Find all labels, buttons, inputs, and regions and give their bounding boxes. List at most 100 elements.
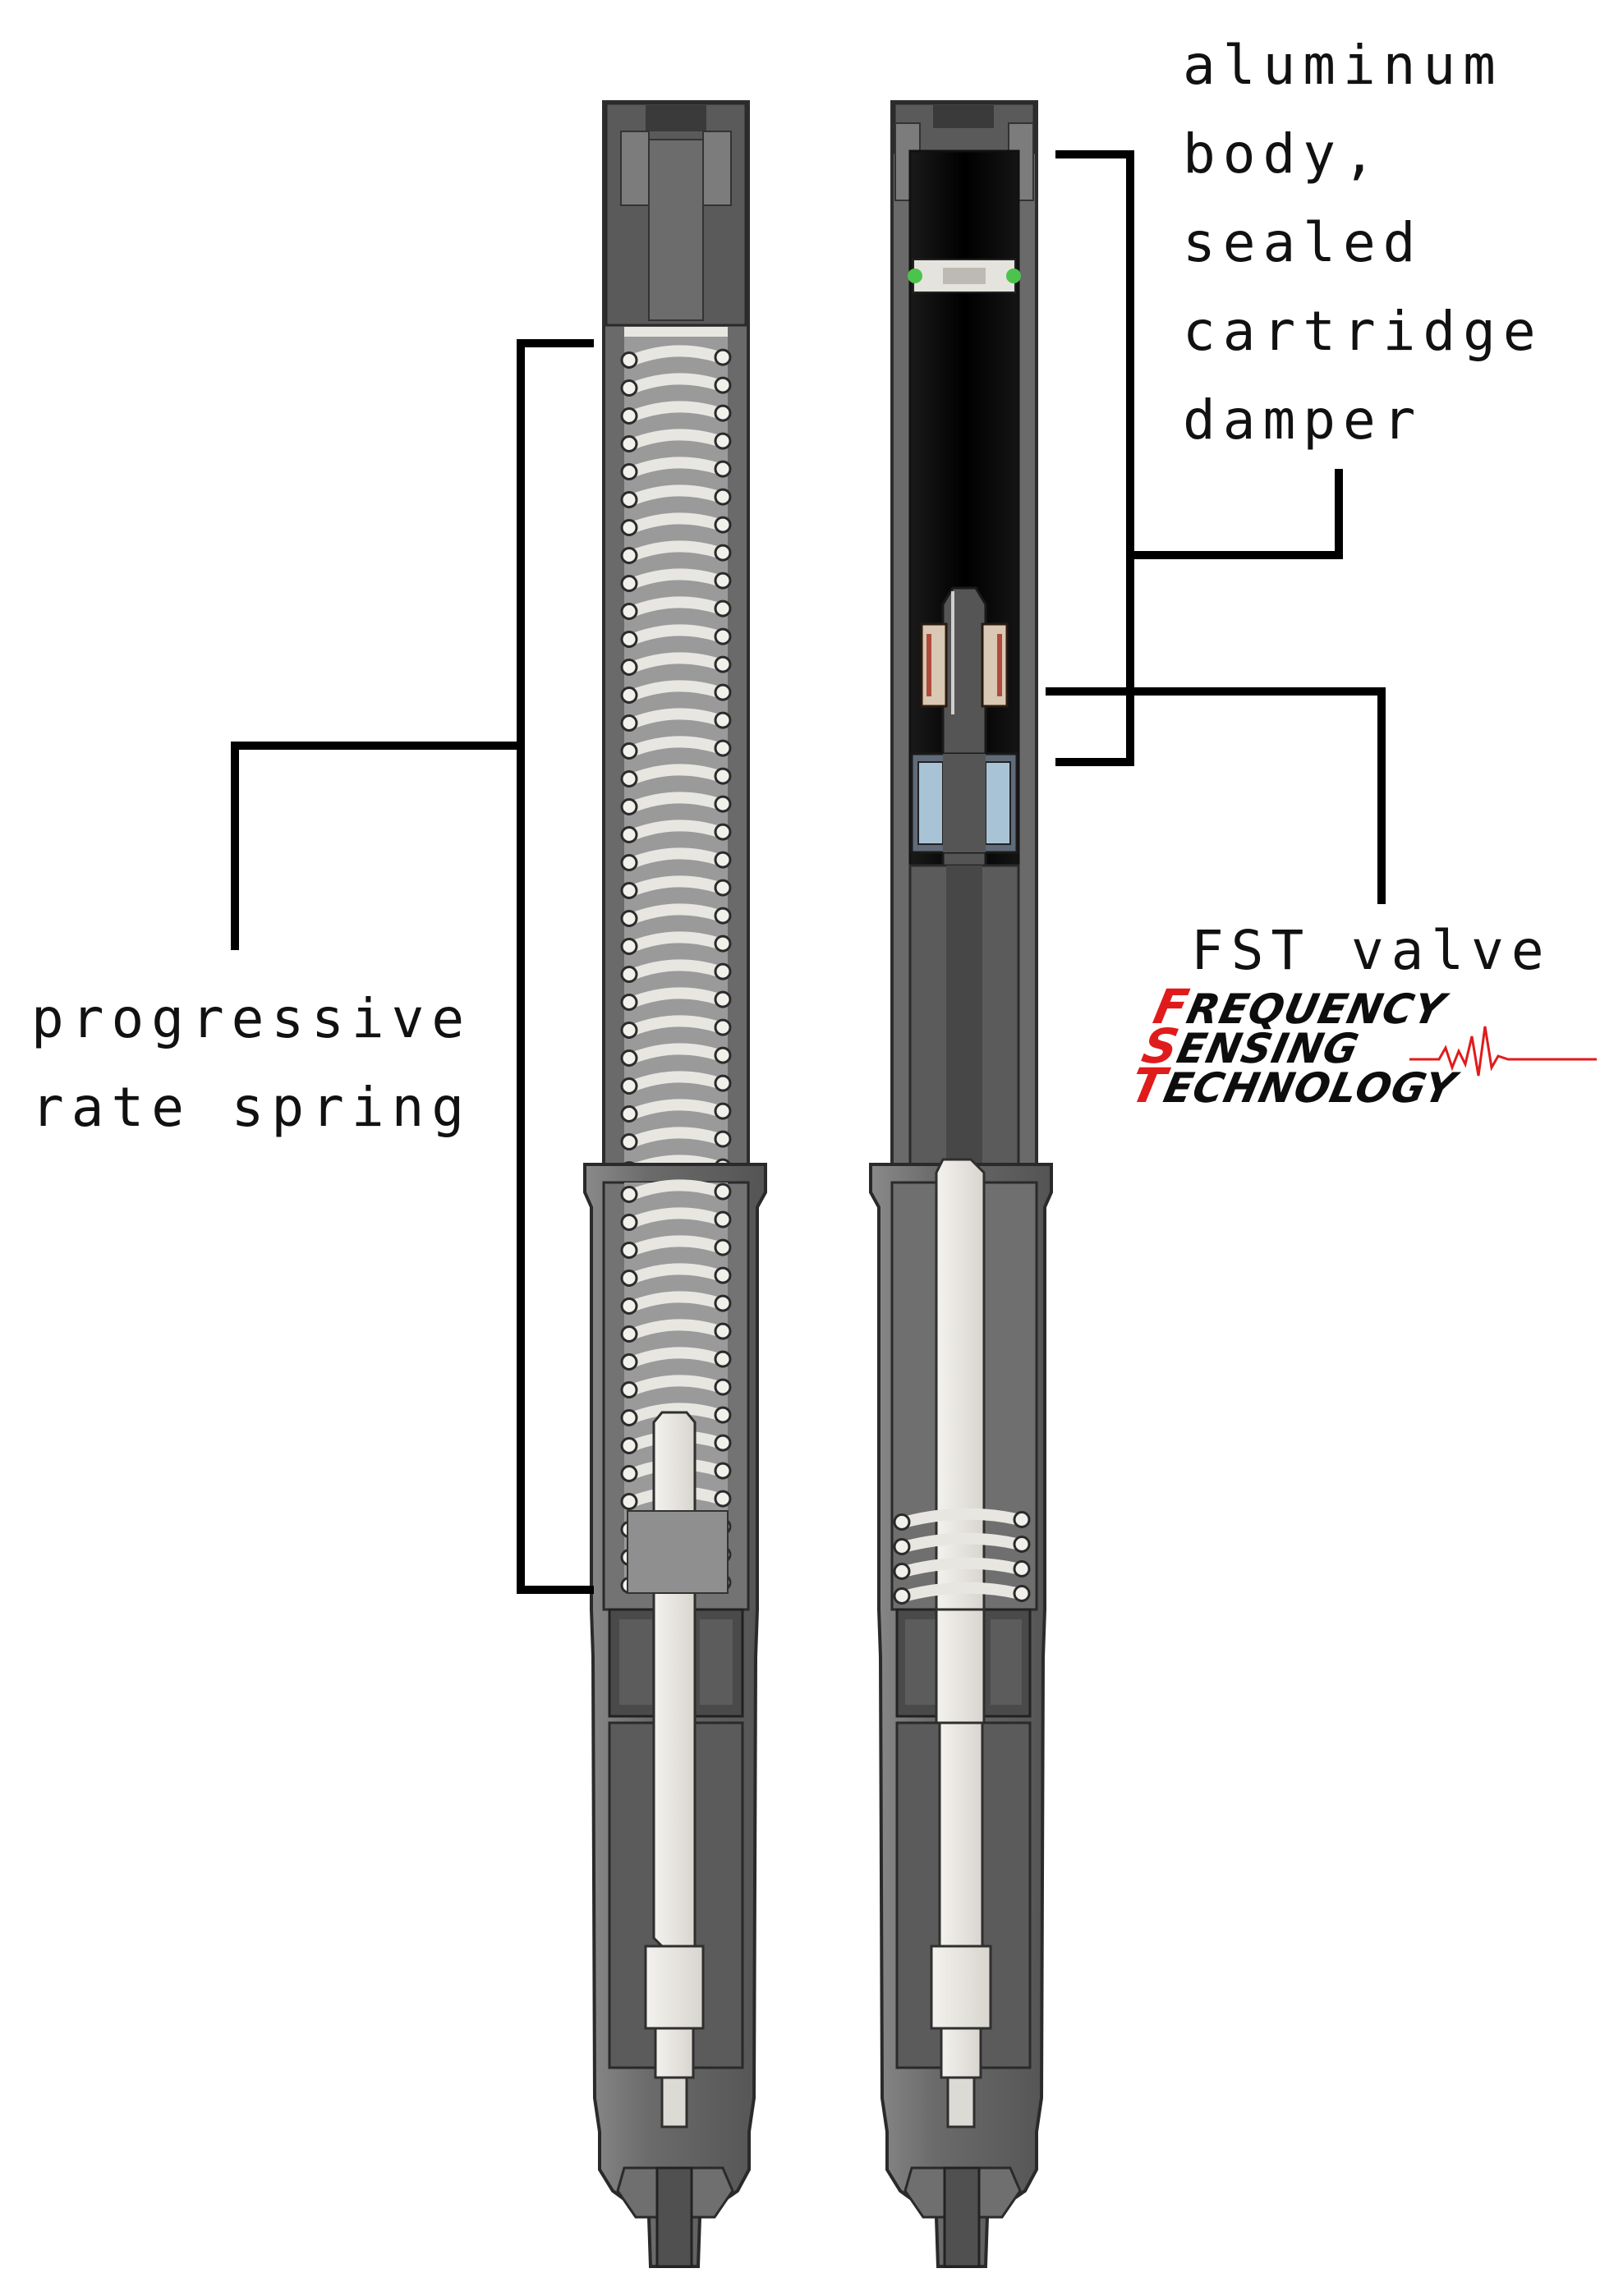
damper-label-line-2: body, [1183,122,1383,186]
right-lower-short-spring [893,1508,1031,1605]
spring-coil [627,1403,725,1424]
spring-wire-section [714,767,732,785]
spring-wire-section [714,432,732,450]
spring-wire-section [714,1490,732,1508]
spring-coil [627,540,725,562]
spring-wire-section [620,742,638,760]
spring-wire-section [1013,1585,1031,1602]
spring-wire-section [620,547,638,564]
right-axle-foot [903,1945,1022,2268]
spring-coil [627,1071,725,1092]
spring-wire-section [714,795,732,813]
damper-label-line-3: sealed [1183,211,1423,274]
spring-wire-section [620,770,638,788]
spring-coil [627,624,725,645]
spring-coil [627,1015,725,1036]
spring-coil [627,1099,725,1120]
spring-coil [899,1557,1024,1577]
spring-coil [627,792,725,813]
spring-wire-section [620,1297,638,1315]
spring-wire-section [620,1465,638,1482]
spring-wire-section [620,631,638,648]
spring-wire-section [714,1406,732,1424]
spring-coil [627,708,725,729]
spring-wire-section [620,994,638,1011]
spring-wire-section [620,910,638,927]
spring-coil [627,1127,725,1148]
spring-wire-section [714,1462,732,1480]
damper-label-line-1: aluminum [1183,34,1503,97]
spring-wire-section [714,1294,732,1312]
spring-wire-section [620,1381,638,1398]
spring-wire-section [714,1182,732,1201]
spring-wire-section [620,1105,638,1123]
spring-coil [899,1508,1024,1528]
spring-wire-section [620,519,638,536]
spring-wire-section [620,1214,638,1231]
spring-wire-section [620,714,638,732]
spring-wire-section [714,962,732,980]
spring-label-line-2: rate spring [31,1076,472,1139]
spring-wire-section [714,376,732,394]
spring-wire-section [620,1409,638,1426]
spring-wire-section [714,990,732,1008]
right-fork-leg [869,100,1053,2268]
spring-wire-section [893,1513,911,1531]
spring-coil [627,847,725,869]
spring-wire-section [620,1022,638,1039]
frequency-wave-graphic [1409,1026,1597,1077]
spring-coil [627,1347,725,1368]
spring-wire-section [714,599,732,618]
spring-label-line-1: progressive [31,987,472,1050]
left-lower-short-spring [627,1510,729,1594]
logo-line-technology: TECHNOLOGY [1126,1058,1462,1114]
spring-wire-section [1013,1536,1031,1553]
left-axle-foot [616,1945,734,2268]
spring-wire-section [620,1353,638,1371]
spring-wire-section [714,1434,732,1452]
spring-coil [627,987,725,1008]
spring-wire-section [714,460,732,478]
spring-coil [627,484,725,506]
spring-wire-section [714,1266,732,1284]
spring-wire-section [714,572,732,590]
spring-wire-section [714,488,732,506]
spring-wire-section [714,404,732,422]
spring-wire-section [714,683,732,701]
damper-label: aluminum body, sealed cartridge damper [1183,21,1543,465]
spring-wire-section [893,1587,911,1605]
spring-wire-section [714,1238,732,1256]
damper-label-line-4: cartridge [1183,300,1543,363]
spring-coil [627,736,725,757]
spring-wire-section [620,463,638,480]
damper-callout-bracket [1055,150,1343,766]
spring-wire-section [620,966,638,983]
spring-wire-section [620,1049,638,1067]
spring-coil [627,875,725,897]
spring-wire-section [620,1133,638,1150]
spring-coil [627,429,725,450]
spring-wire-section [714,879,732,897]
spring-coil [627,401,725,422]
spring-coil [627,1235,725,1256]
aluminum-body-sealed-cartridge [908,149,1021,867]
spring-wire-section [1013,1511,1031,1528]
spring-wire-section [893,1563,911,1580]
spring-coil [627,764,725,785]
spring-wire-section [714,1130,732,1148]
spring-wire-section [620,379,638,397]
spring-coil [627,512,725,534]
spring-wire-section [893,1538,911,1555]
spring-wire-section [620,603,638,620]
spring-wire-section [714,1074,732,1092]
spring-coil [627,373,725,394]
spring-coil [899,1582,1024,1602]
spring-wire-section [714,823,732,841]
progressive-rate-spring [620,345,732,1178]
spring-wire-section [620,687,638,704]
spring-wire-section [714,1018,732,1036]
logo-word-technology: ECHNOLOGY [1159,1064,1460,1112]
spring-wire-section [620,659,638,676]
spring-coil [627,652,725,673]
